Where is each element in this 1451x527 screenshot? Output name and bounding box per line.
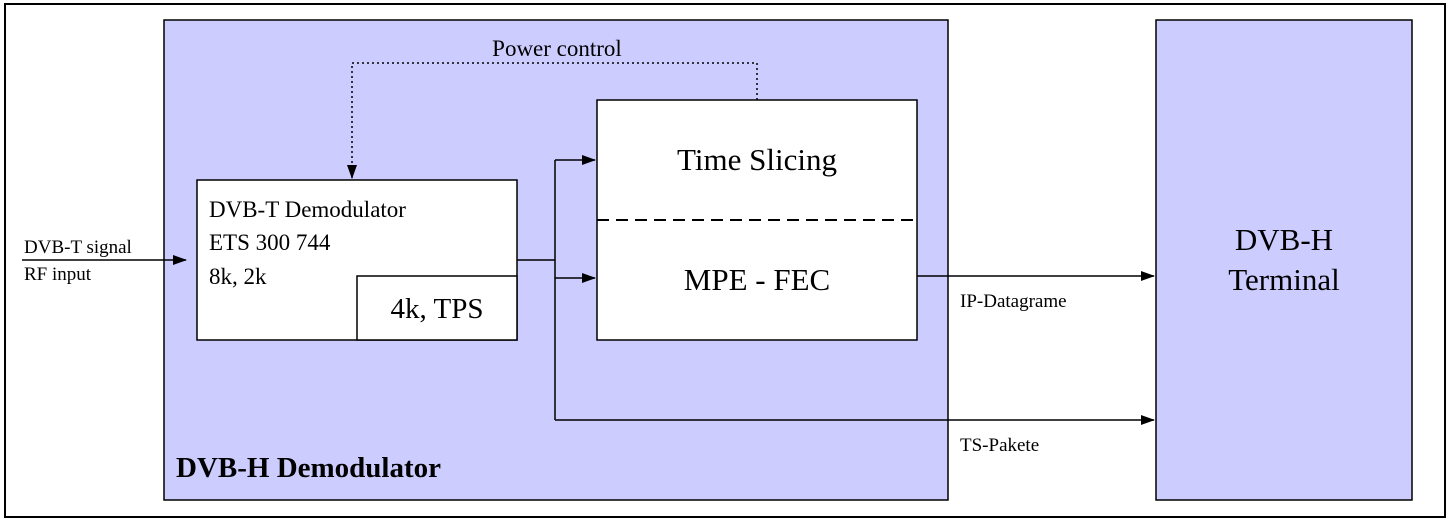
dvbh-terminal-block	[1155, 19, 1413, 501]
mpe-fec-label: MPE - FEC	[684, 262, 830, 297]
terminal-label-line1: DVB-H	[1235, 222, 1333, 257]
terminal-label-line2: Terminal	[1228, 262, 1339, 297]
ts-pakete-label: TS-Pakete	[960, 435, 1039, 456]
dvbt-demod-line2: ETS 300 744	[209, 230, 331, 255]
tps-subbox	[356, 275, 518, 341]
power-control-label: Power control	[492, 36, 622, 61]
input-label-line2: RF input	[24, 264, 92, 285]
dvbt-demod-line1: DVB-T Demodulator	[209, 197, 406, 222]
time-slicing-label: Time Slicing	[677, 142, 837, 177]
tps-label: 4k, TPS	[391, 293, 484, 325]
demodulator-title: DVB-H Demodulator	[176, 452, 441, 484]
input-label-line1: DVB-T signal	[24, 237, 132, 258]
ip-datagrame-label: IP-Datagrame	[960, 291, 1067, 312]
dvbt-demod-line3: 8k, 2k	[209, 264, 267, 289]
